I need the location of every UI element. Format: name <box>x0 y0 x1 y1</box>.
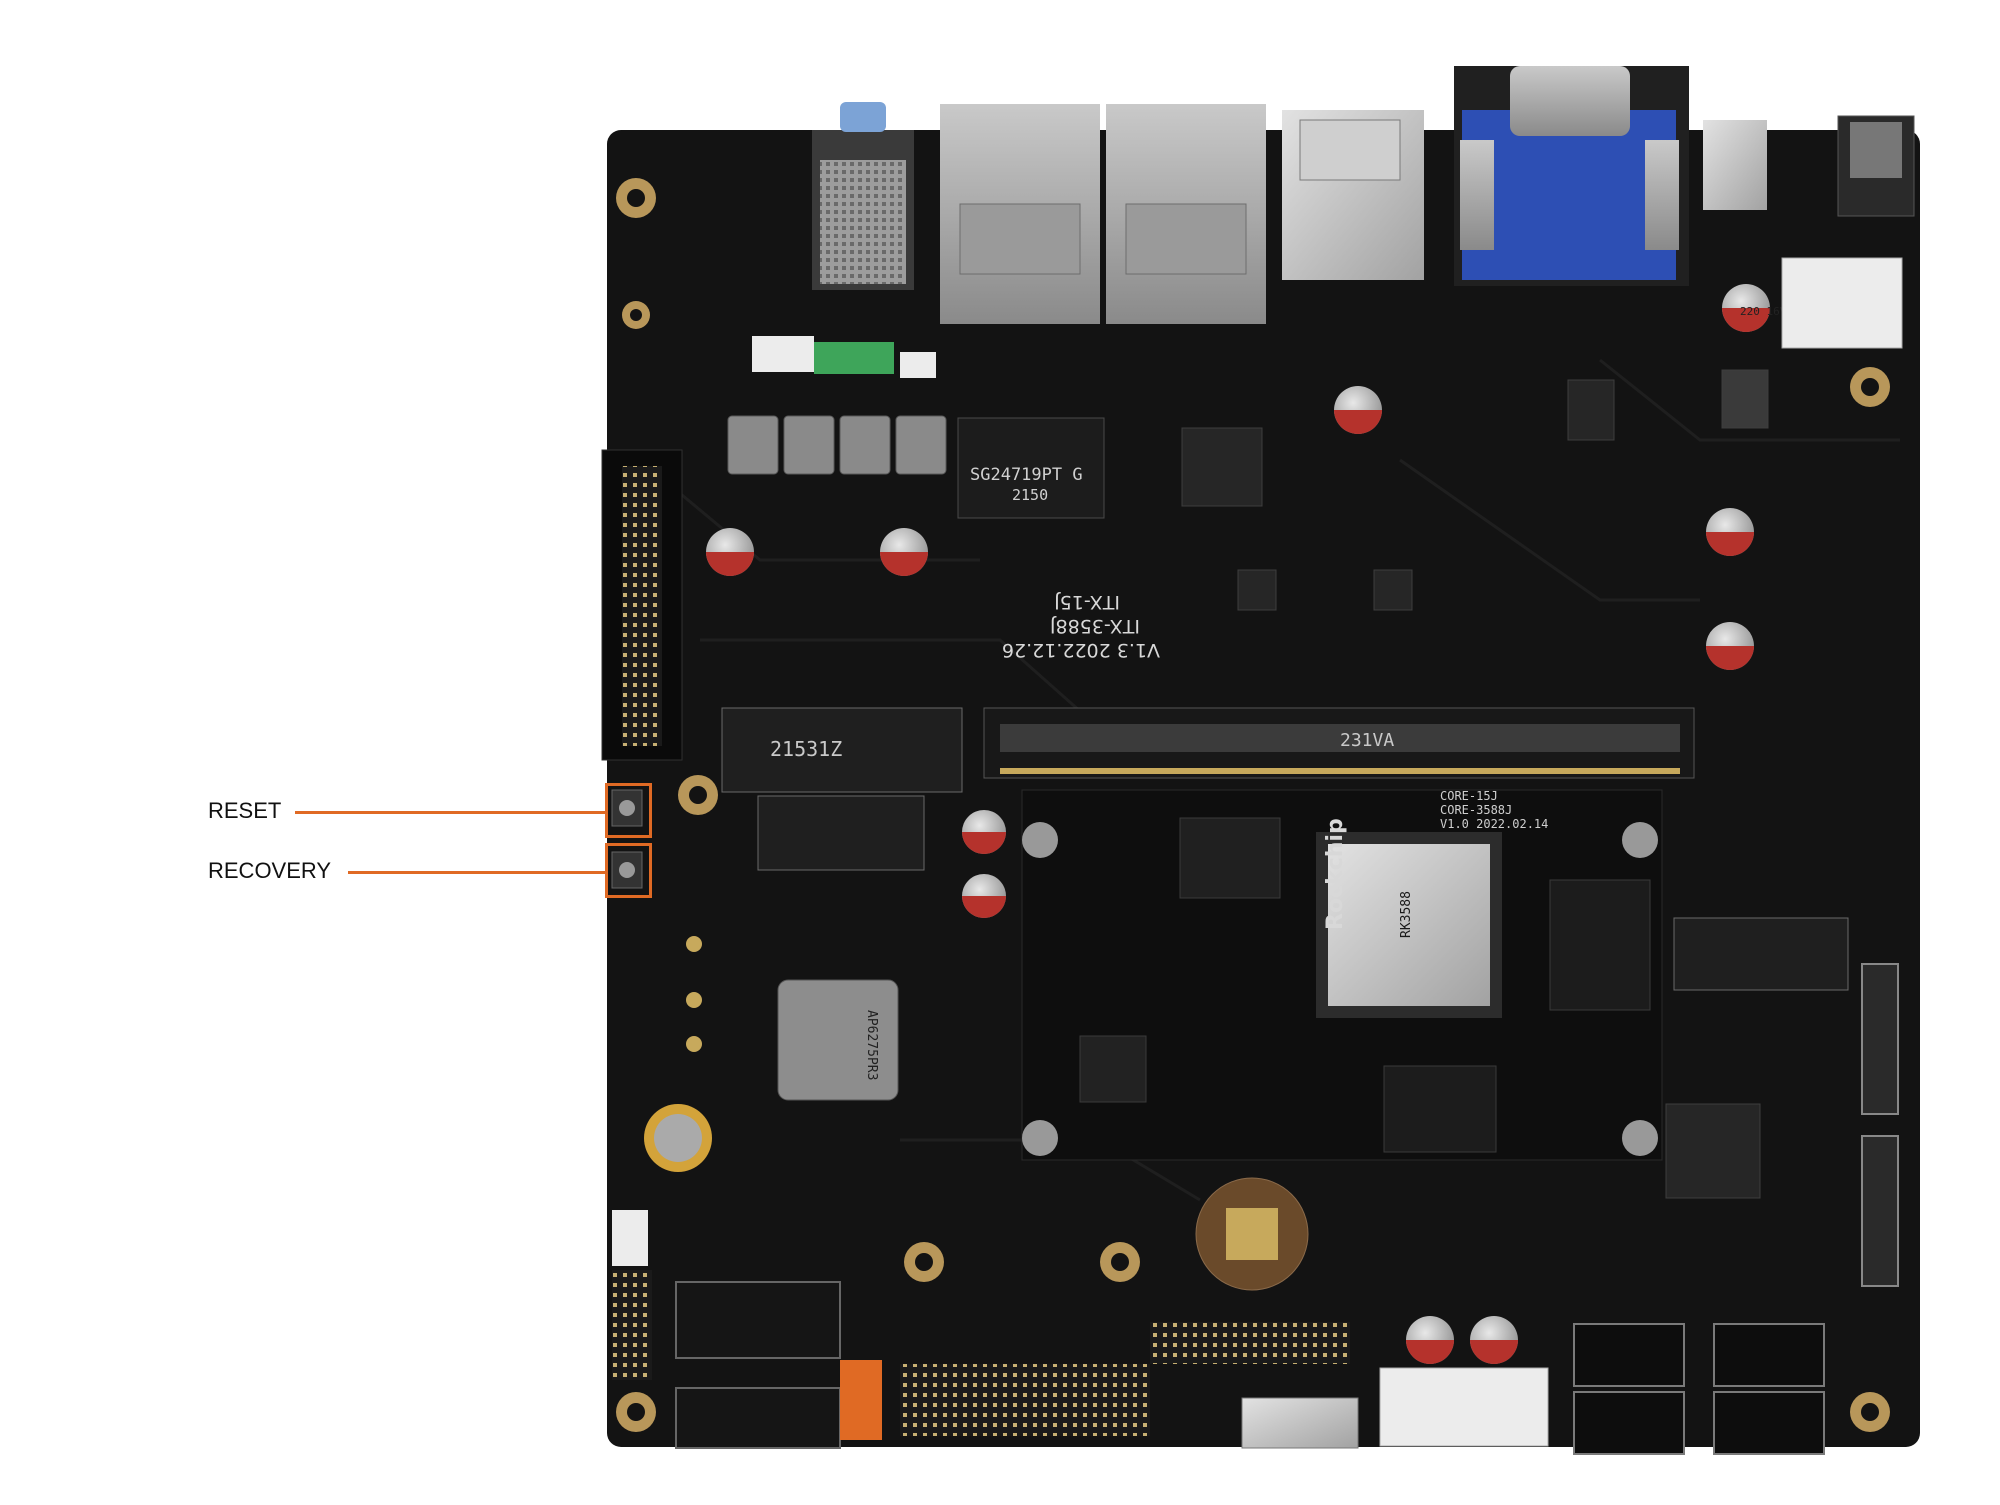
vga-port <box>1454 66 1689 286</box>
ethernet-port-1 <box>1106 104 1266 324</box>
dc-in-jack <box>1837 115 1915 217</box>
recovery-highlight-box <box>605 843 652 898</box>
side-header <box>612 1210 648 1266</box>
pin-headers <box>612 1270 1350 1436</box>
serial-headers <box>675 1281 841 1449</box>
core-label-1: CORE-15J <box>1440 789 1498 803</box>
usb-c-port <box>1703 120 1767 210</box>
ram-label: 231VA <box>1340 730 1394 751</box>
mounting-holes <box>616 178 1890 1432</box>
ram-slot: 231VA <box>983 707 1695 779</box>
capacitors: 220 16V PC <box>706 284 1806 1364</box>
core-label-3: V1.0 2022.02.14 <box>1440 817 1548 831</box>
m2-label: 21531Z <box>770 737 842 761</box>
m2-slot-top: 21531Z <box>721 707 963 793</box>
network-transformer: SG24719PT G 2150 <box>957 417 1105 519</box>
m2-sata-slot <box>1673 917 1849 991</box>
audio-jack-block <box>812 102 914 290</box>
core-module: Rockchip RK3588 CORE-15J CORE-3588J V1.0… <box>1021 789 1663 1161</box>
recovery-button <box>611 851 643 889</box>
small-chips <box>1181 369 1769 1199</box>
wifi-module: AP6275PR3 <box>777 979 899 1101</box>
recovery-label: RECOVERY <box>208 858 332 883</box>
atx-power-connector <box>1781 257 1903 349</box>
sata-connectors <box>1573 1323 1825 1455</box>
dip-switch <box>840 1360 882 1440</box>
reset-leader-line <box>295 811 605 814</box>
coin-cell <box>644 1104 712 1172</box>
phy-date-label: 2150 <box>1012 486 1048 504</box>
usb-port <box>1241 1397 1359 1449</box>
recovery-leader-line <box>348 871 605 874</box>
mipi-connectors <box>1861 963 1899 1287</box>
hdmi-ports <box>1282 110 1424 280</box>
pcie-slot <box>601 449 683 761</box>
inductors <box>727 415 947 475</box>
core-label-2: CORE-3588J <box>1440 803 1512 817</box>
cmos-battery <box>1195 1177 1309 1291</box>
antenna-connectors <box>686 936 702 1052</box>
reset-label: RESET <box>208 798 282 823</box>
phy-chip-label: SG24719PT G <box>970 465 1083 485</box>
model-label-1: ITX-3588J <box>1050 615 1140 637</box>
m2-slot-bottom <box>757 795 925 871</box>
molex-connector <box>1379 1367 1549 1447</box>
soc-part: RK3588 <box>1399 891 1414 938</box>
model-label-2: ITX-15J <box>1054 591 1120 613</box>
soc-brand: Rockchip <box>1323 818 1348 930</box>
top-headers <box>752 336 936 378</box>
reset-button <box>611 789 643 827</box>
reset-highlight-box <box>605 783 652 838</box>
version-label: V1.3 2022.12.26 <box>1002 639 1160 661</box>
wifi-label: AP6275PR3 <box>864 1010 879 1080</box>
ethernet-port-0 <box>940 104 1100 324</box>
